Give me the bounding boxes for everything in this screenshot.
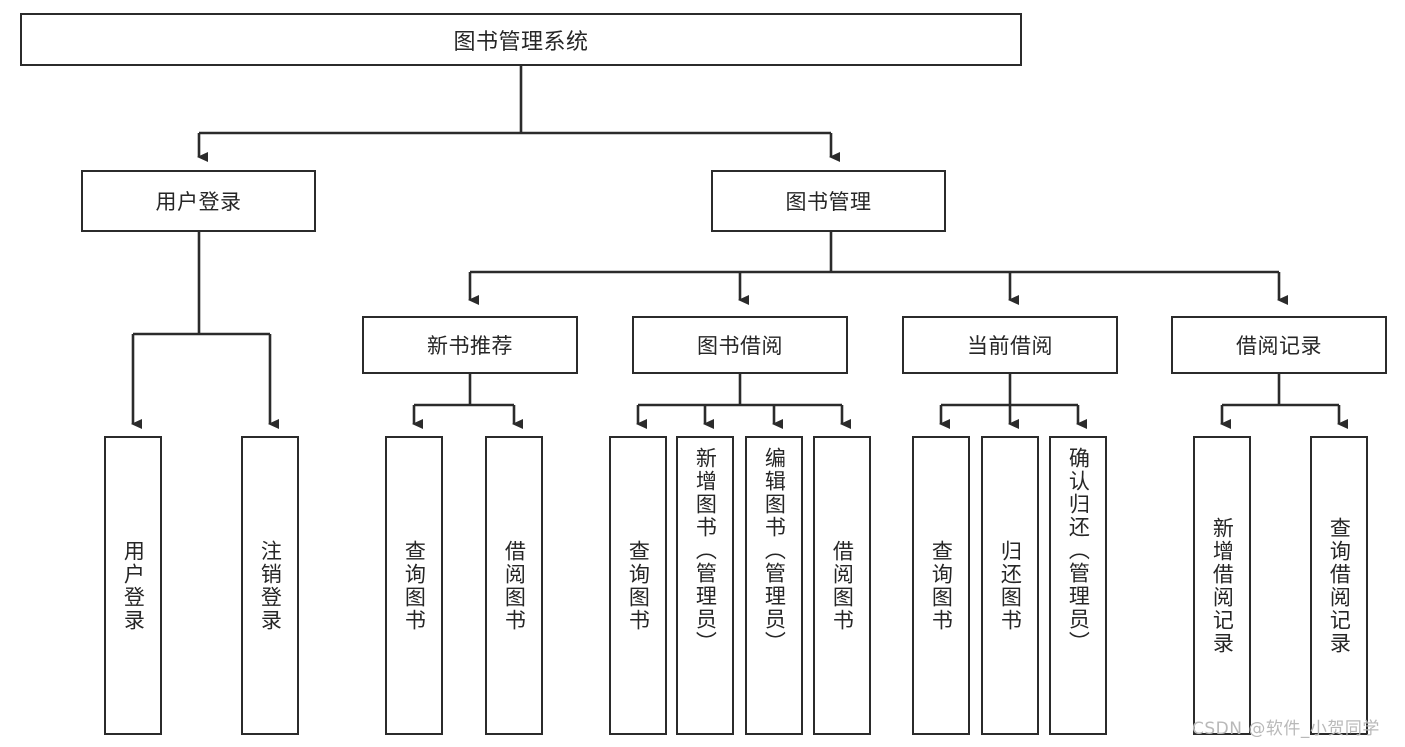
- node-leaf-query-record[interactable]: 查询借阅记录: [1310, 436, 1368, 735]
- node-leaf-query-book-c[interactable]: 查询图书: [912, 436, 970, 735]
- node-leaf-borrow-book-a[interactable]: 借阅图书: [485, 436, 543, 735]
- node-leaf-borrow-book-a-label: 借阅图书: [502, 539, 527, 632]
- node-leaf-add-record[interactable]: 新增借阅记录: [1193, 436, 1251, 735]
- node-new-book-recommendation[interactable]: 新书推荐: [362, 316, 578, 374]
- node-leaf-query-book-b[interactable]: 查询图书: [609, 436, 667, 735]
- node-leaf-user-login-label: 用户登录: [121, 539, 146, 632]
- node-leaf-query-record-label: 查询借阅记录: [1327, 516, 1352, 655]
- node-leaf-return-book[interactable]: 归还图书: [981, 436, 1039, 735]
- node-leaf-borrow-book-b[interactable]: 借阅图书: [813, 436, 871, 735]
- node-leaf-return-book-label: 归还图书: [998, 539, 1023, 632]
- node-leaf-query-book-a-label: 查询图书: [402, 539, 427, 632]
- node-leaf-add-book-label: 新增图书（管理员）: [693, 447, 718, 654]
- node-leaf-user-login[interactable]: 用户登录: [104, 436, 162, 735]
- node-leaf-confirm-return[interactable]: 确认归还（管理员）: [1049, 436, 1107, 735]
- node-leaf-query-book-b-label: 查询图书: [626, 539, 651, 632]
- node-leaf-borrow-book-b-label: 借阅图书: [830, 539, 855, 632]
- node-book-borrow[interactable]: 图书借阅: [632, 316, 848, 374]
- node-leaf-query-book-a[interactable]: 查询图书: [385, 436, 443, 735]
- node-leaf-user-logout-label: 注销登录: [258, 539, 283, 632]
- node-leaf-query-book-c-label: 查询图书: [929, 539, 954, 632]
- node-user-login-branch[interactable]: 用户登录: [81, 170, 316, 232]
- node-leaf-edit-book-label: 编辑图书（管理员）: [762, 447, 787, 654]
- node-leaf-confirm-return-label: 确认归还（管理员）: [1066, 447, 1091, 654]
- node-leaf-edit-book[interactable]: 编辑图书（管理员）: [745, 436, 803, 735]
- node-leaf-add-record-label: 新增借阅记录: [1210, 516, 1235, 655]
- node-root-system[interactable]: 图书管理系统: [20, 13, 1022, 66]
- node-current-borrow[interactable]: 当前借阅: [902, 316, 1118, 374]
- node-leaf-add-book[interactable]: 新增图书（管理员）: [676, 436, 734, 735]
- watermark-text: CSDN @软件_小贺同学: [1192, 719, 1380, 739]
- node-borrow-record[interactable]: 借阅记录: [1171, 316, 1387, 374]
- node-book-management-branch[interactable]: 图书管理: [711, 170, 946, 232]
- node-leaf-user-logout[interactable]: 注销登录: [241, 436, 299, 735]
